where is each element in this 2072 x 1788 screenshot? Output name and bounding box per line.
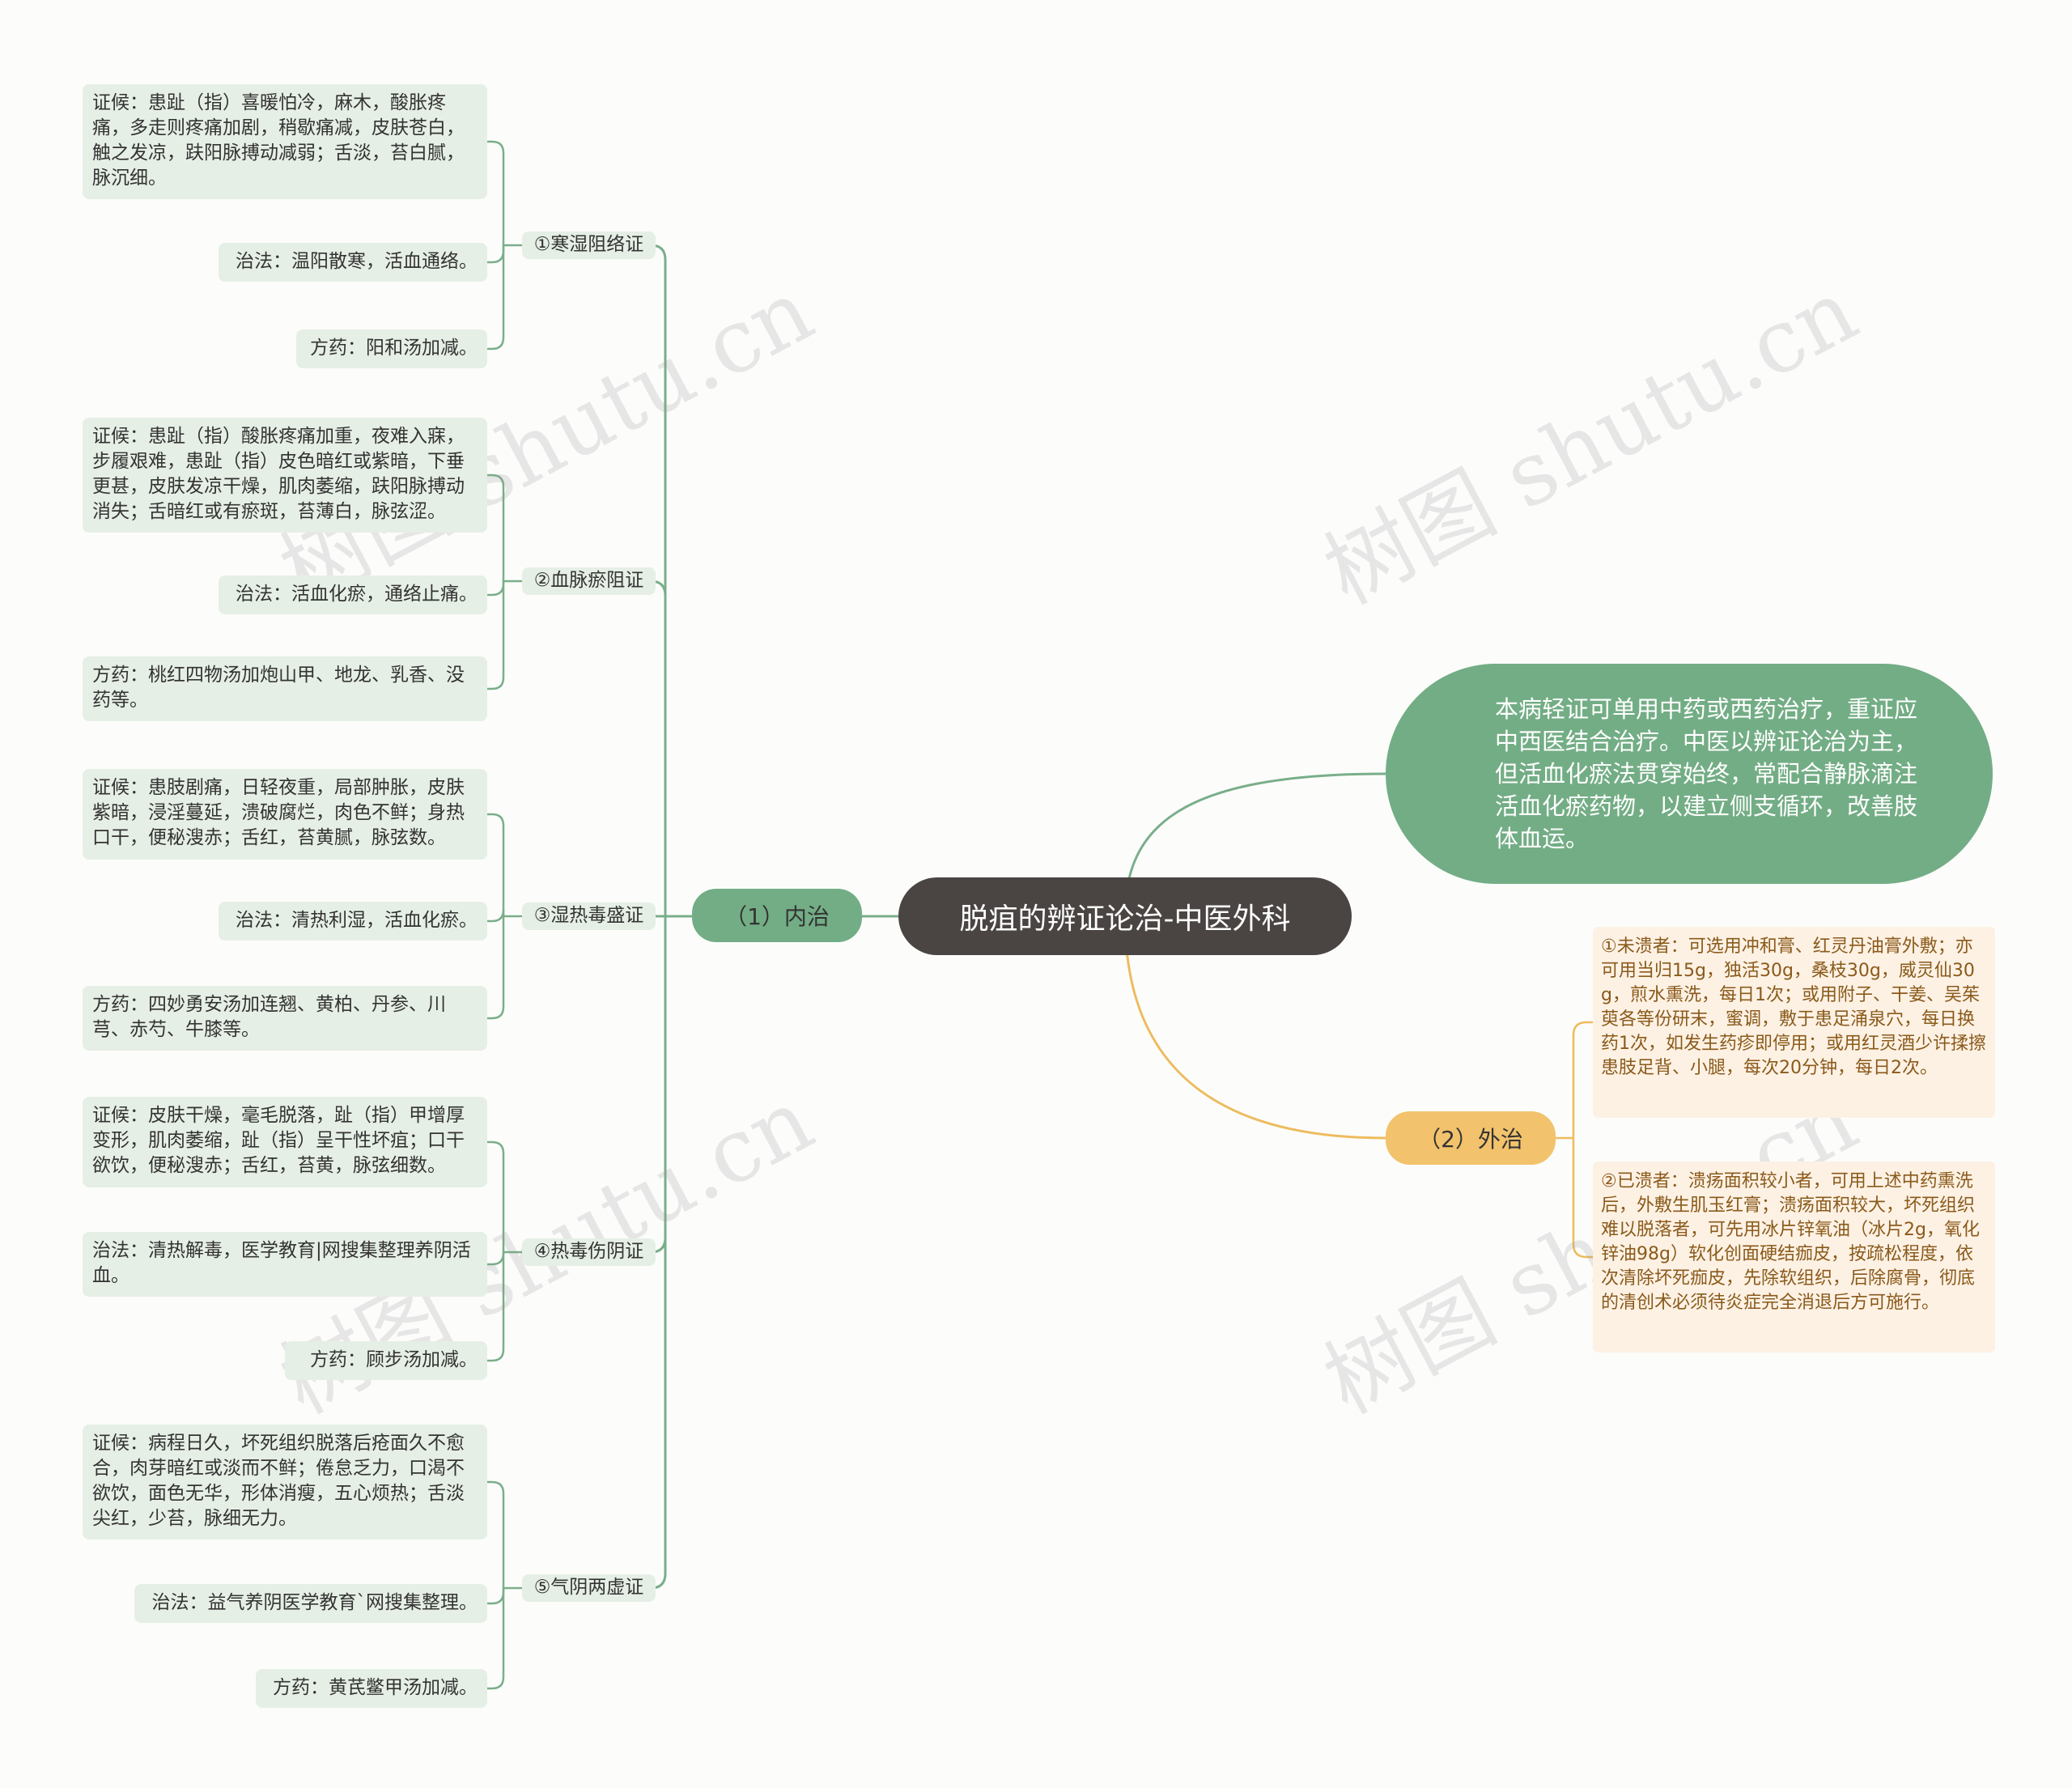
connector-outer-item [1572, 1138, 1593, 1259]
outer-item-unulcerated[interactable]: ①未溃者：可选用冲和膏、红灵丹油膏外敷；亦可用当归15g，独活30g，桑枝30g… [1593, 927, 1995, 1118]
symptom-leaf[interactable]: 证候：病程日久，坏死组织脱落后疮面久不愈合，肉芽暗红或淡而不鲜；倦怠乏力，口渴不… [83, 1425, 487, 1540]
formula-leaf[interactable]: 方药：顾步汤加减。 [285, 1341, 487, 1380]
syndrome-node[interactable]: ④热毒伤阴证 [522, 1238, 656, 1266]
connector-syndrome-leaf [487, 1588, 505, 1605]
branch-outer-treatment[interactable]: （2）外治 [1386, 1111, 1556, 1165]
method-leaf[interactable]: 治法：温阳散寒，活血通络。 [219, 243, 487, 282]
formula-leaf[interactable]: 方药：阳和汤加减。 [296, 329, 487, 368]
connector-syndrome-leaf [487, 1252, 505, 1362]
method-leaf[interactable]: 治法：清热利湿，活血化瘀。 [219, 902, 487, 941]
formula-leaf[interactable]: 方药：黄芪鳖甲汤加减。 [256, 1669, 487, 1708]
method-leaf[interactable]: 治法：清热解毒，医学教育|网搜集整理养阴活血。 [83, 1232, 487, 1297]
connector-syndrome-leaf [487, 1480, 505, 1588]
method-leaf[interactable]: 治法：活血化瘀，通络止痛。 [219, 575, 487, 614]
connector-outer-item [1572, 1021, 1593, 1138]
method-leaf[interactable]: 治法：益气养阴医学教育`网搜集整理。 [134, 1584, 487, 1623]
connector-syndrome-leaf [487, 1588, 505, 1690]
root-topic[interactable]: 脱疽的辨证论治-中医外科 [898, 877, 1352, 955]
outer-item-ulcerated[interactable]: ②已溃者：溃疡面积较小者，可用上述中药熏洗后，外敷生肌玉红膏；溃疡面积较大，坏死… [1593, 1162, 1995, 1353]
formula-leaf[interactable]: 方药：桃红四物汤加炮山甲、地龙、乳香、没药等。 [83, 656, 487, 721]
syndrome-node[interactable]: ⑤气阴两虚证 [522, 1574, 656, 1602]
intro-node[interactable]: 本病轻证可单用中药或西药治疗，重证应中西医结合治疗。中医以辨证论治为主，但活血化… [1386, 664, 1993, 884]
connector-inner-syndrome [650, 916, 667, 1254]
connector-syndrome-leaf [487, 474, 505, 581]
syndrome-node[interactable]: ③湿热毒盛证 [522, 902, 656, 930]
connector-syndrome-leaf [487, 140, 505, 245]
syndrome-node[interactable]: ①寒湿阻络证 [522, 231, 656, 259]
connector-syndrome-leaf [487, 1252, 505, 1266]
symptom-leaf[interactable]: 证候：患趾（指）酸胀疼痛加重，夜难入寐，步履艰难，患趾（指）皮色暗红或紫暗，下垂… [83, 418, 487, 533]
connector-syndrome-leaf [487, 581, 505, 690]
connector-inner-syndrome [650, 580, 667, 916]
syndrome-node[interactable]: ②血脉瘀阻证 [522, 567, 656, 595]
symptom-leaf[interactable]: 证候：患肢剧痛，日轻夜重，局部肿胀，皮肤紫暗，浸淫蔓延，溃破腐烂，肉色不鲜；身热… [83, 769, 487, 860]
connector-syndrome-leaf [487, 813, 505, 916]
connector-syndrome-leaf [487, 909, 505, 923]
connector-syndrome-leaf [487, 581, 505, 597]
formula-leaf[interactable]: 方药：四妙勇安汤加连翘、黄柏、丹参、川芎、赤芍、牛膝等。 [83, 986, 487, 1051]
connector-syndrome-leaf [487, 245, 505, 264]
symptom-leaf[interactable]: 证候：患趾（指）喜暖怕冷，麻木，酸胀疼痛，多走则疼痛加剧，稍歇痛减，皮肤苍白，触… [83, 84, 487, 199]
connector-syndrome-leaf [487, 1140, 505, 1252]
symptom-leaf[interactable]: 证候：皮肤干燥，毫毛脱落，趾（指）甲增厚变形，肌肉萎缩，趾（指）呈干性坏疽；口干… [83, 1097, 487, 1187]
connector-root-outer [1123, 915, 1386, 1140]
intro-text: 本病轻证可单用中药或西药治疗，重证应中西医结合治疗。中医以辨证论治为主，但活血化… [1495, 695, 1918, 852]
connector-syndrome-leaf [487, 916, 505, 1020]
connector-syndrome-leaf [487, 245, 505, 350]
branch-inner-treatment[interactable]: （1）内治 [692, 889, 862, 942]
